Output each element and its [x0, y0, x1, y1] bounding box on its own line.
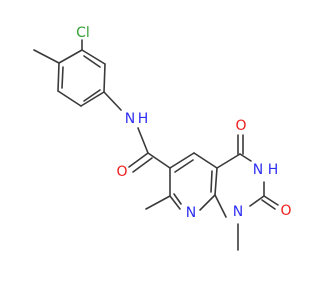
atom-nitrogen-ring: N: [253, 162, 263, 178]
atom-nitrogen-pyridine: N: [186, 205, 196, 221]
atom-nitrogen-n1: N: [233, 204, 243, 220]
atom-oxygen-amide: O: [116, 164, 127, 180]
atom-hydrogen-amide: H: [138, 111, 149, 127]
atom-labels: Cl N H O O N H O N N: [76, 25, 291, 221]
atom-hydrogen-ring: H: [268, 162, 279, 178]
molecule-structure: Cl N H O O N H O N N: [0, 0, 300, 300]
background: [0, 0, 300, 300]
atom-oxygen-c2: O: [280, 203, 291, 219]
atom-oxygen-c4: O: [235, 118, 246, 134]
atom-chlorine: Cl: [76, 25, 90, 41]
bond-lines: [33, 39, 279, 251]
atom-nitrogen-amide: N: [125, 111, 135, 127]
